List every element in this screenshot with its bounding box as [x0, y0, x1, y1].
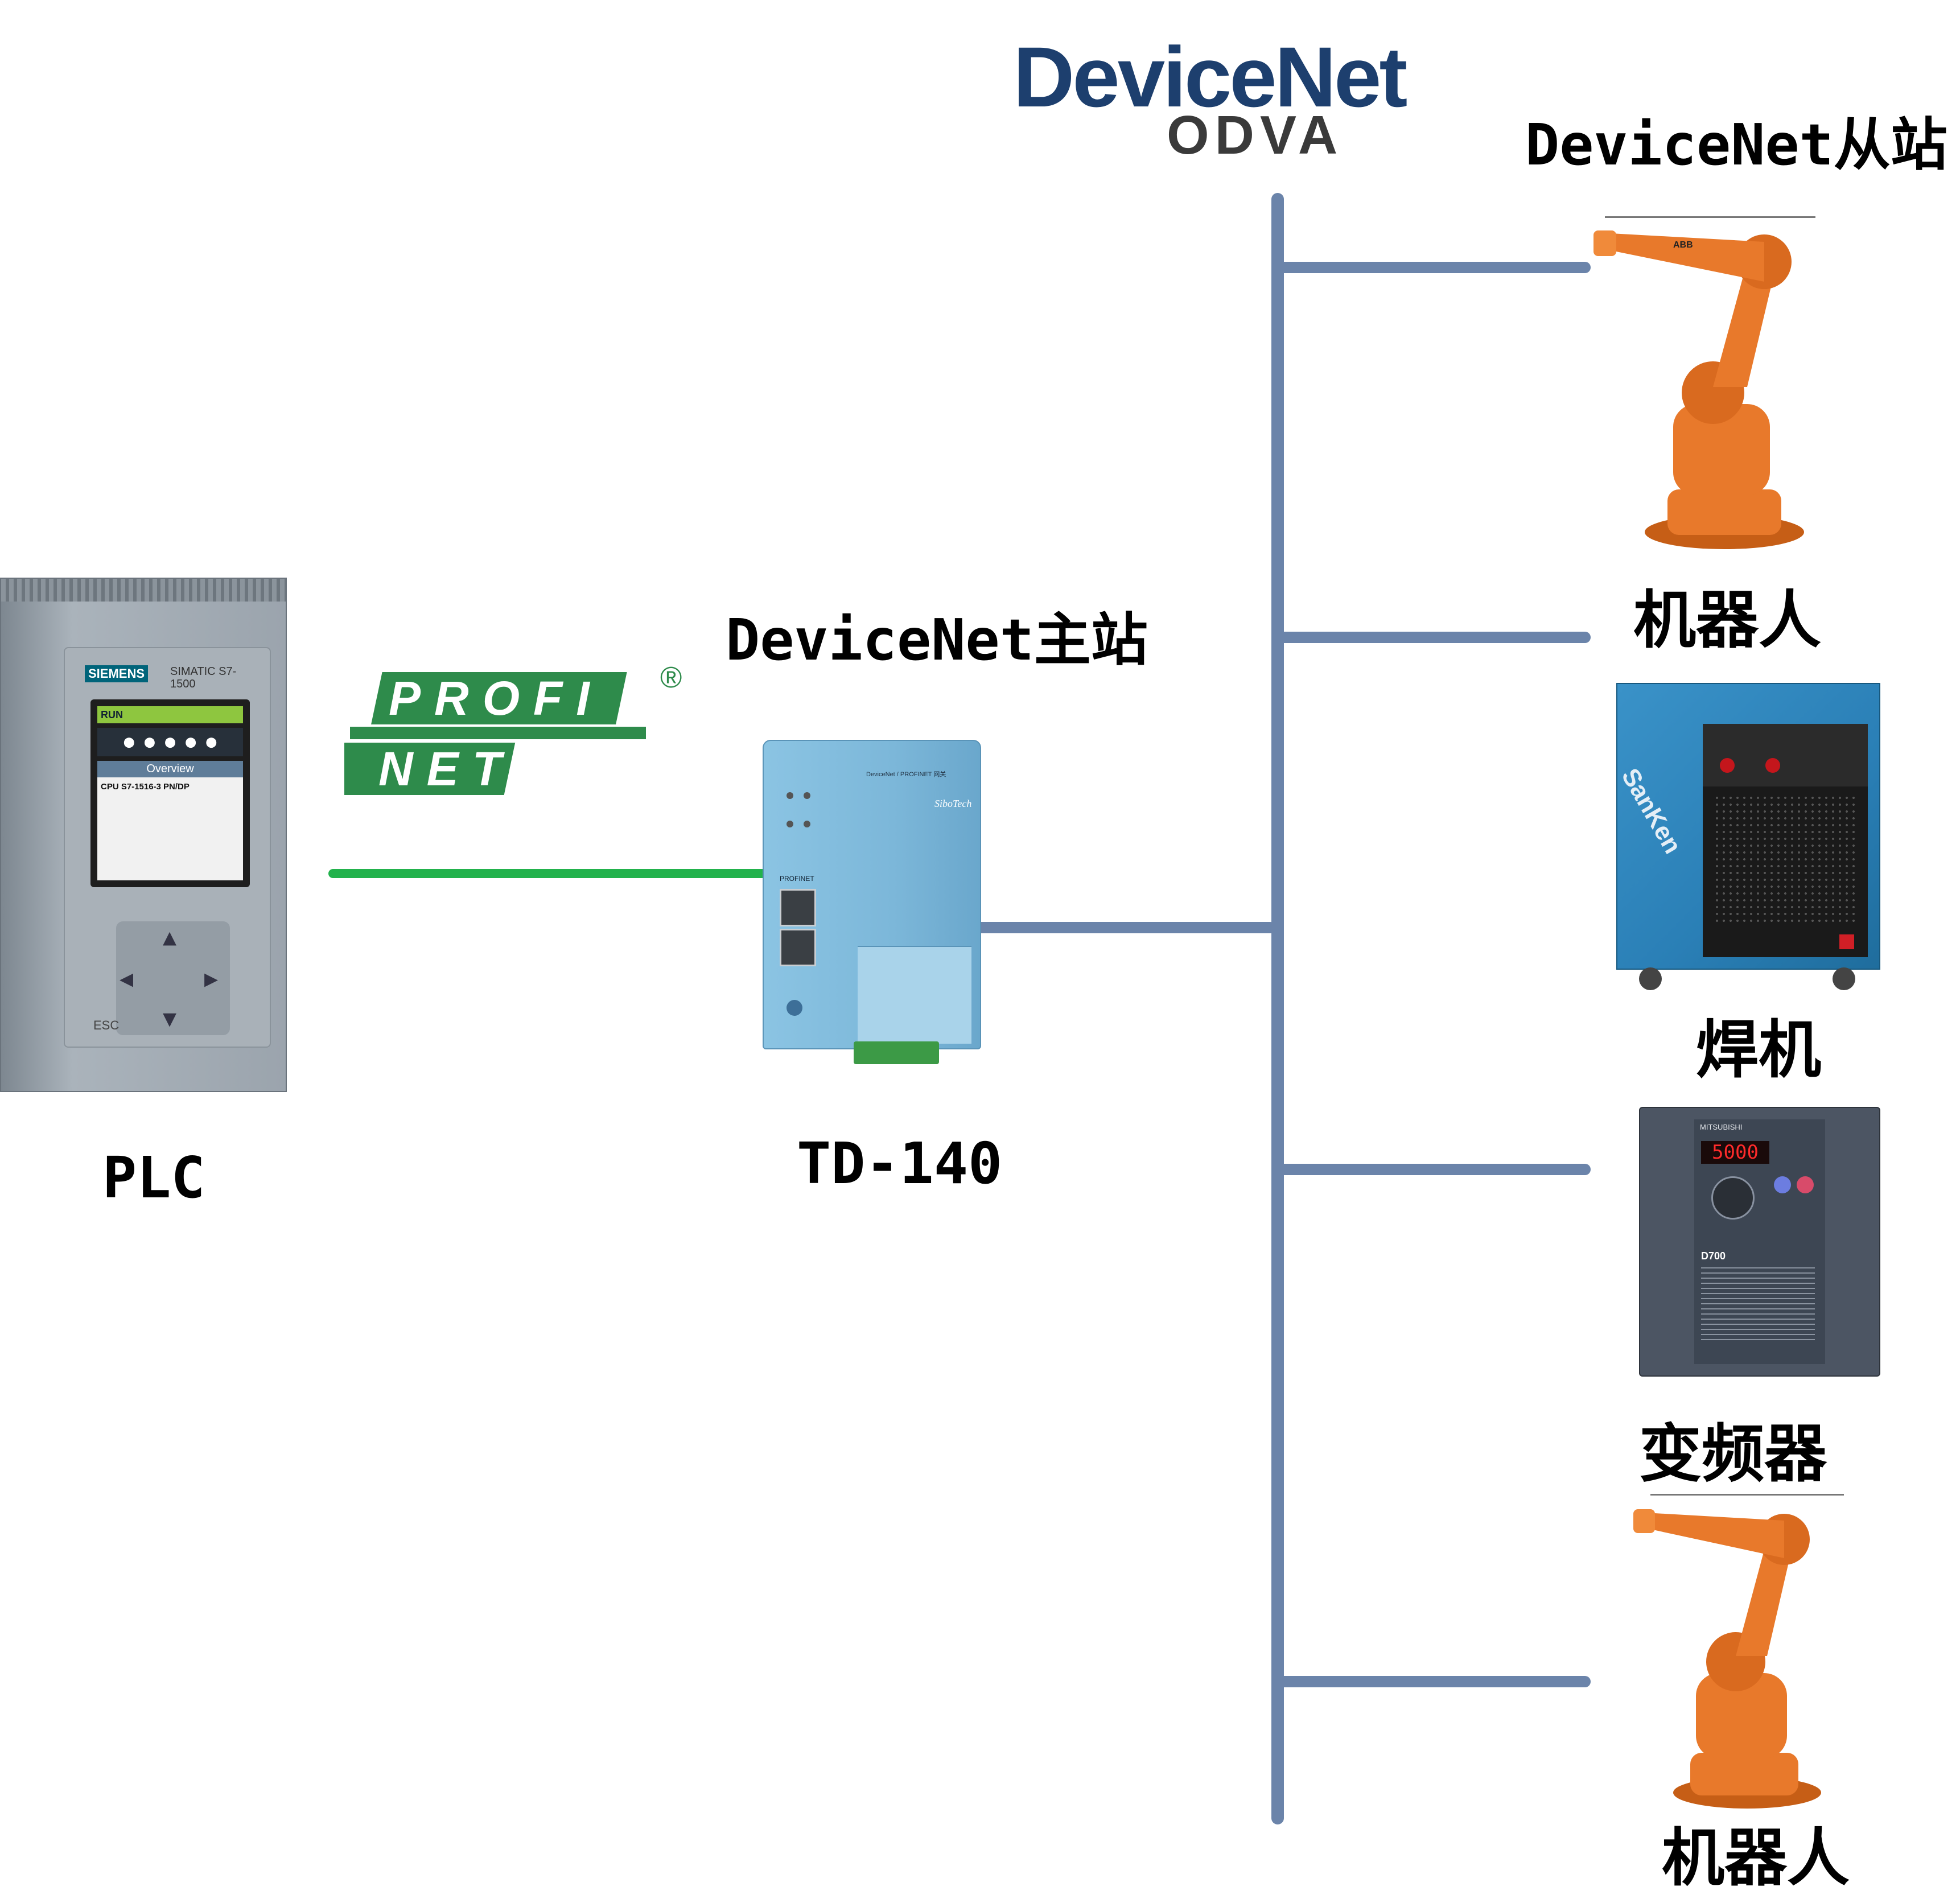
plc-brand: SIEMENS: [85, 665, 149, 682]
inverter-model: D700: [1701, 1250, 1726, 1262]
plc-cpu-model: CPU S7-1516-3 PN/DP: [101, 782, 190, 792]
status-led-icon: [787, 792, 793, 799]
plc-dpad: ▲ ▼ ◀ ▶: [116, 921, 230, 1035]
title-underline: [1605, 216, 1815, 218]
gateway-led-panel: [781, 781, 821, 843]
gateway-terminal-block: [854, 1041, 939, 1064]
robot-2-label: 机器人: [1662, 1822, 1850, 1894]
profinet-logo: PROFI NET ®: [344, 663, 691, 811]
ethernet-port-1[interactable]: [780, 889, 816, 926]
gateway-label-sticker: [858, 946, 971, 1044]
profinet-logo-bottom-text: NET: [378, 742, 515, 796]
plc-screen-title: Overview: [97, 761, 243, 777]
master-station-title: DeviceNet主站: [726, 607, 1148, 673]
welder-image: SanKen: [1616, 672, 1889, 1002]
robot-brand: ABB: [1673, 240, 1693, 250]
plc-screen-icons: ● ● ● ● ●: [97, 728, 243, 756]
status-led-icon: [804, 821, 810, 827]
down-arrow-icon: ▼: [163, 1006, 177, 1032]
ethernet-port-2[interactable]: [780, 929, 816, 966]
inverter-front: MITSUBISHI 5000 D700: [1694, 1119, 1825, 1364]
robot-2-image: [1633, 1509, 1821, 1809]
devicenet-logo: DeviceNet ODVA: [1013, 34, 1446, 165]
welder-body: SanKen: [1616, 683, 1880, 970]
right-arrow-icon: ▶: [204, 966, 219, 992]
plc-display: RUN ● ● ● ● ● Overview CPU S7-1516-3 PN/…: [90, 699, 250, 887]
plc-device: SIEMENS SIMATIC S7-1500 RUN ● ● ● ● ● Ov…: [0, 578, 287, 1092]
gateway-device: DeviceNet / PROFINET 网关 SiboTech PROFINE…: [763, 740, 985, 1064]
knob-icon[interactable]: [1720, 758, 1735, 773]
inverter-image: MITSUBISHI 5000 D700: [1639, 1107, 1880, 1377]
welder-control-strip: [1703, 724, 1868, 786]
left-arrow-icon: ◀: [120, 966, 134, 992]
slave-station-title: DeviceNet从站: [1525, 112, 1947, 178]
welder-wheel-icon: [1639, 967, 1662, 990]
plc-label: PLC: [102, 1144, 205, 1211]
welder-front-panel: [1703, 724, 1868, 957]
plc-screen: Overview CPU S7-1516-3 PN/DP: [97, 761, 243, 880]
run-button[interactable]: [1774, 1176, 1791, 1193]
plc-esc-key: ESC: [93, 1018, 120, 1032]
up-arrow-icon: ▲: [163, 924, 177, 950]
profinet-logo-graphic: [344, 672, 646, 795]
devicenet-logo-wordmark: DeviceNet: [1013, 29, 1407, 125]
inverter-label: 变频器: [1639, 1418, 1827, 1490]
gateway-config-button[interactable]: [787, 1000, 802, 1016]
inverter-label-underline: [1650, 1494, 1844, 1496]
robot-1-label: 机器人: [1633, 584, 1821, 657]
gateway-model-label: TD-140: [797, 1130, 1003, 1197]
profinet-logo-top-text: PROFI: [389, 672, 603, 725]
inverter-warning-text: [1701, 1267, 1815, 1341]
status-led-icon: [804, 792, 810, 799]
inverter-display: 5000: [1701, 1141, 1769, 1164]
plc-series: SIMATIC S7-1500: [170, 665, 237, 690]
plc-run-status: RUN: [97, 706, 243, 723]
plc-top-vent: [1, 579, 286, 602]
status-led-icon: [787, 821, 793, 827]
welder-brand: SanKen: [1616, 764, 1687, 859]
inverter-dial-icon[interactable]: [1711, 1176, 1755, 1220]
welder-label: 焊机: [1696, 1014, 1821, 1086]
knob-icon[interactable]: [1765, 758, 1780, 773]
gateway-body: DeviceNet / PROFINET 网关 SiboTech PROFINE…: [763, 740, 981, 1049]
inverter-brand: MITSUBISHI: [1700, 1123, 1743, 1131]
registered-mark: ®: [660, 661, 682, 694]
plc-front-panel: SIEMENS SIMATIC S7-1500 RUN ● ● ● ● ● Ov…: [64, 647, 271, 1048]
welder-wheel-icon: [1833, 967, 1855, 990]
power-switch-icon[interactable]: [1839, 934, 1854, 949]
odva-logo-wordmark: ODVA: [1167, 105, 1344, 166]
gateway-brand: SiboTech: [934, 798, 972, 809]
robot-1-image: ABB: [1593, 230, 1804, 549]
gateway-port-label: PROFINET: [780, 875, 814, 883]
gateway-top-label: DeviceNet / PROFINET 网关: [866, 771, 946, 778]
welder-vent-grille: [1714, 795, 1856, 926]
stop-reset-button[interactable]: [1797, 1176, 1814, 1193]
